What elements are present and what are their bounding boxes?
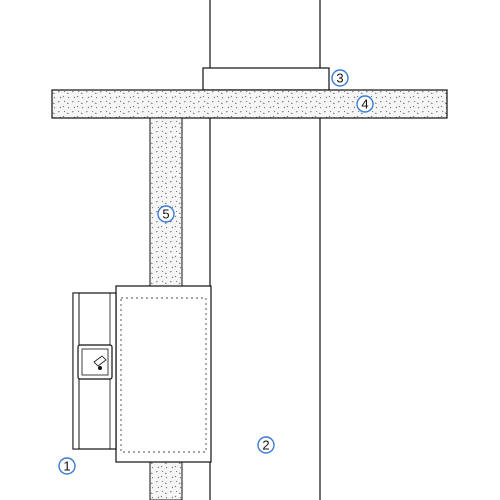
callout-1-label: 1 xyxy=(63,459,70,474)
callout-5: 5 xyxy=(157,205,175,223)
floor-slab xyxy=(51,89,448,119)
callout-2: 2 xyxy=(257,436,275,454)
callout-3: 3 xyxy=(331,69,349,87)
damper-housing xyxy=(115,285,212,463)
insulation-column-upper xyxy=(149,117,183,287)
insulation-column-lower xyxy=(149,461,183,500)
actuator-pivot xyxy=(98,366,102,370)
callout-5-label: 5 xyxy=(162,207,169,222)
callout-3-label: 3 xyxy=(336,71,343,86)
actuator-lever xyxy=(93,355,107,367)
actuator-window xyxy=(81,348,109,376)
callout-4: 4 xyxy=(356,95,374,113)
damper-housing-inner xyxy=(120,297,207,453)
callout-2-label: 2 xyxy=(262,438,269,453)
callout-4-label: 4 xyxy=(361,97,368,112)
callout-1: 1 xyxy=(58,457,76,475)
collar-block xyxy=(202,67,330,91)
